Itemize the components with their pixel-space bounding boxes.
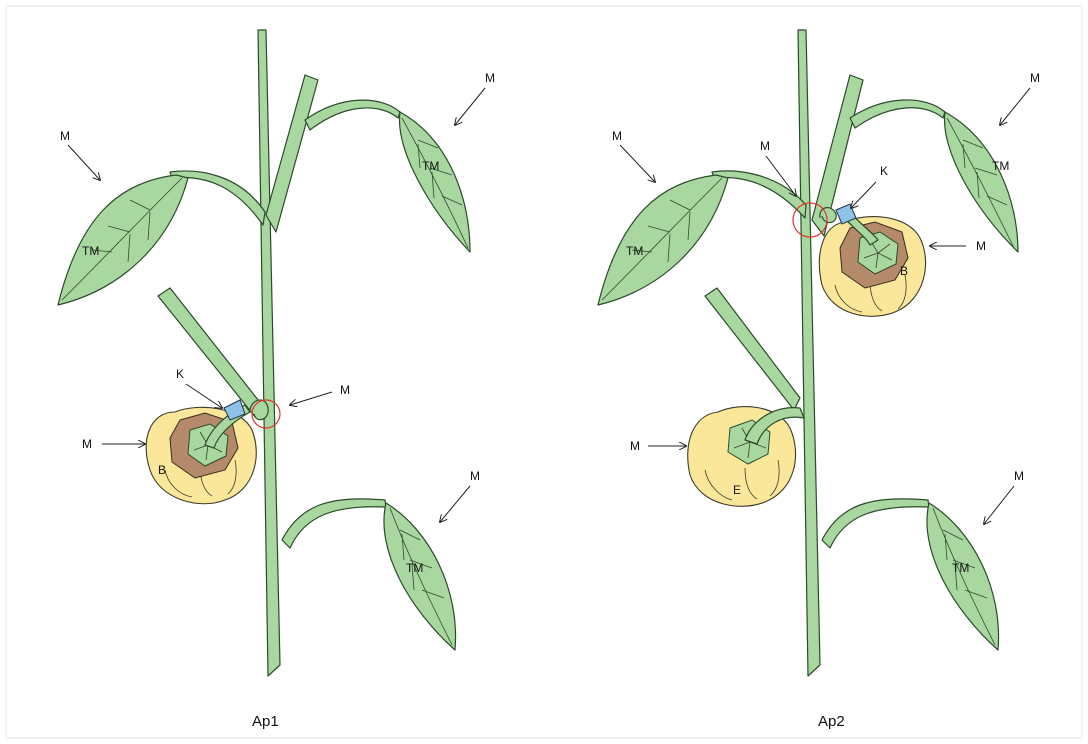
label-m-upper-left: M: [60, 129, 70, 143]
upper-right-petiole: [305, 100, 400, 130]
label-tm-lower: TM: [952, 561, 969, 575]
left-leaf: [58, 175, 188, 305]
caption-ap2: Ap2: [818, 713, 845, 730]
label-m-upper-right: M: [1030, 71, 1040, 85]
panel-ap2: M M M TM TM K M B M E M TM Ap2: [598, 30, 1040, 730]
fruit-branch: [705, 288, 800, 410]
lower-right-leaf: [927, 503, 999, 650]
label-m-fruit-b: M: [976, 239, 986, 253]
fruit-branch: [158, 288, 262, 418]
label-tm-right: TM: [992, 159, 1009, 173]
lower-right-petiole: [822, 499, 929, 548]
label-m-upper-right: M: [485, 71, 495, 85]
fruit-e: [688, 407, 804, 507]
fruit-b: [146, 400, 256, 504]
label-m-node: M: [340, 383, 350, 397]
main-stem: [258, 30, 280, 676]
label-b: B: [158, 463, 166, 477]
label-b: B: [900, 264, 908, 278]
label-tm-left: TM: [626, 244, 643, 258]
label-k: K: [880, 164, 888, 178]
label-m-fruit: M: [82, 437, 92, 451]
panel-ap1: M M TM TM K M B M M TM Ap1: [58, 30, 495, 730]
main-stem: [798, 30, 820, 676]
label-tm-right: TM: [422, 159, 439, 173]
label-tm-lower: TM: [406, 561, 423, 575]
caption-ap1: Ap1: [252, 713, 279, 730]
label-m-node: M: [760, 139, 770, 153]
upper-right-petiole: [850, 100, 945, 128]
left-leaf: [598, 175, 728, 305]
label-m-fruit-e: M: [630, 439, 640, 453]
label-e: E: [733, 483, 741, 497]
fruit-b: [819, 204, 925, 316]
label-m-upper-left: M: [612, 129, 622, 143]
upper-right-branch: [266, 75, 318, 232]
label-k: K: [176, 367, 184, 381]
label-tm-left: TM: [82, 244, 99, 258]
lower-right-petiole: [282, 499, 386, 548]
label-m-lower-right: M: [470, 469, 480, 483]
label-m-lower-right: M: [1014, 469, 1024, 483]
lower-right-leaf: [384, 503, 456, 650]
